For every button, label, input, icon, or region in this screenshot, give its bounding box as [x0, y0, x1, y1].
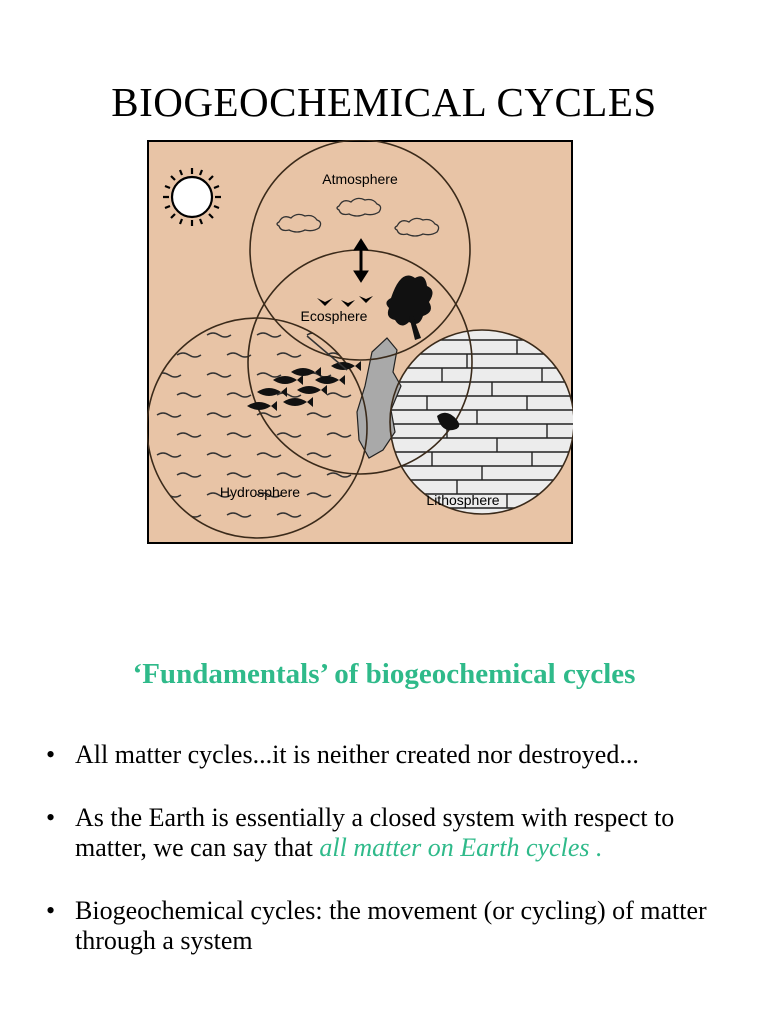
lithosphere-label: Lithosphere — [426, 492, 499, 508]
fish-icon — [297, 385, 327, 395]
fish-icon — [247, 401, 277, 411]
lithosphere-circle-fill — [390, 330, 573, 514]
slide-title: BIOGEOCHEMICAL CYCLES — [111, 79, 657, 125]
fish-icon — [273, 375, 303, 385]
double-arrow-icon — [353, 238, 369, 283]
fish-icon — [291, 367, 321, 377]
burrowing-animal-icon — [437, 412, 460, 431]
sun-icon — [163, 168, 221, 226]
bullet-list: All matter cycles...it is neither create… — [46, 740, 746, 989]
cloud-icon — [336, 197, 382, 217]
fish-icon — [257, 387, 287, 397]
tree-icon — [386, 275, 433, 340]
hydrosphere-label: Hydrosphere — [220, 484, 300, 500]
bullet-text: Biogeochemical cycles: the movement (or … — [75, 896, 707, 955]
lithosphere-circle — [389, 329, 573, 515]
branch-line — [306, 335, 348, 371]
cloud-icons — [276, 197, 440, 237]
hydrosphere-circle — [147, 317, 368, 539]
bullet-item: As the Earth is essentially a closed sys… — [46, 803, 746, 863]
emphasized-text-suffix: . — [589, 833, 603, 862]
spheres-venn-diagram: Atmosphere Ecosphere Hydrosphere Lithosp… — [147, 140, 573, 544]
fish-icon — [315, 375, 345, 385]
bird-icons — [317, 296, 373, 307]
bullet-item: All matter cycles...it is neither create… — [46, 740, 746, 770]
bird-icon — [341, 300, 355, 307]
fish-icon — [283, 397, 313, 407]
bird-icon — [317, 298, 333, 306]
bullet-text: All matter cycles...it is neither create… — [75, 740, 639, 769]
biogeochemical-cycles-diagram: Atmosphere Ecosphere Hydrosphere Lithosp… — [147, 140, 573, 544]
bullet-text: As the Earth is essentially a closed sys… — [75, 803, 675, 862]
cloud-icon — [394, 217, 440, 237]
bullet-item: Biogeochemical cycles: the movement (or … — [46, 896, 746, 956]
rock-strata-lines — [390, 339, 573, 509]
atmosphere-label: Atmosphere — [322, 171, 398, 187]
fish-icons — [247, 361, 361, 411]
bird-icon — [359, 296, 373, 303]
atmosphere-circle — [249, 140, 471, 361]
section-subtitle: ‘Fundamentals’ of biogeochemical cycles — [132, 658, 636, 690]
cloud-icon — [276, 213, 322, 233]
emphasized-text: all matter on Earth cycles — [319, 833, 590, 862]
ecosphere-label: Ecosphere — [301, 308, 368, 324]
